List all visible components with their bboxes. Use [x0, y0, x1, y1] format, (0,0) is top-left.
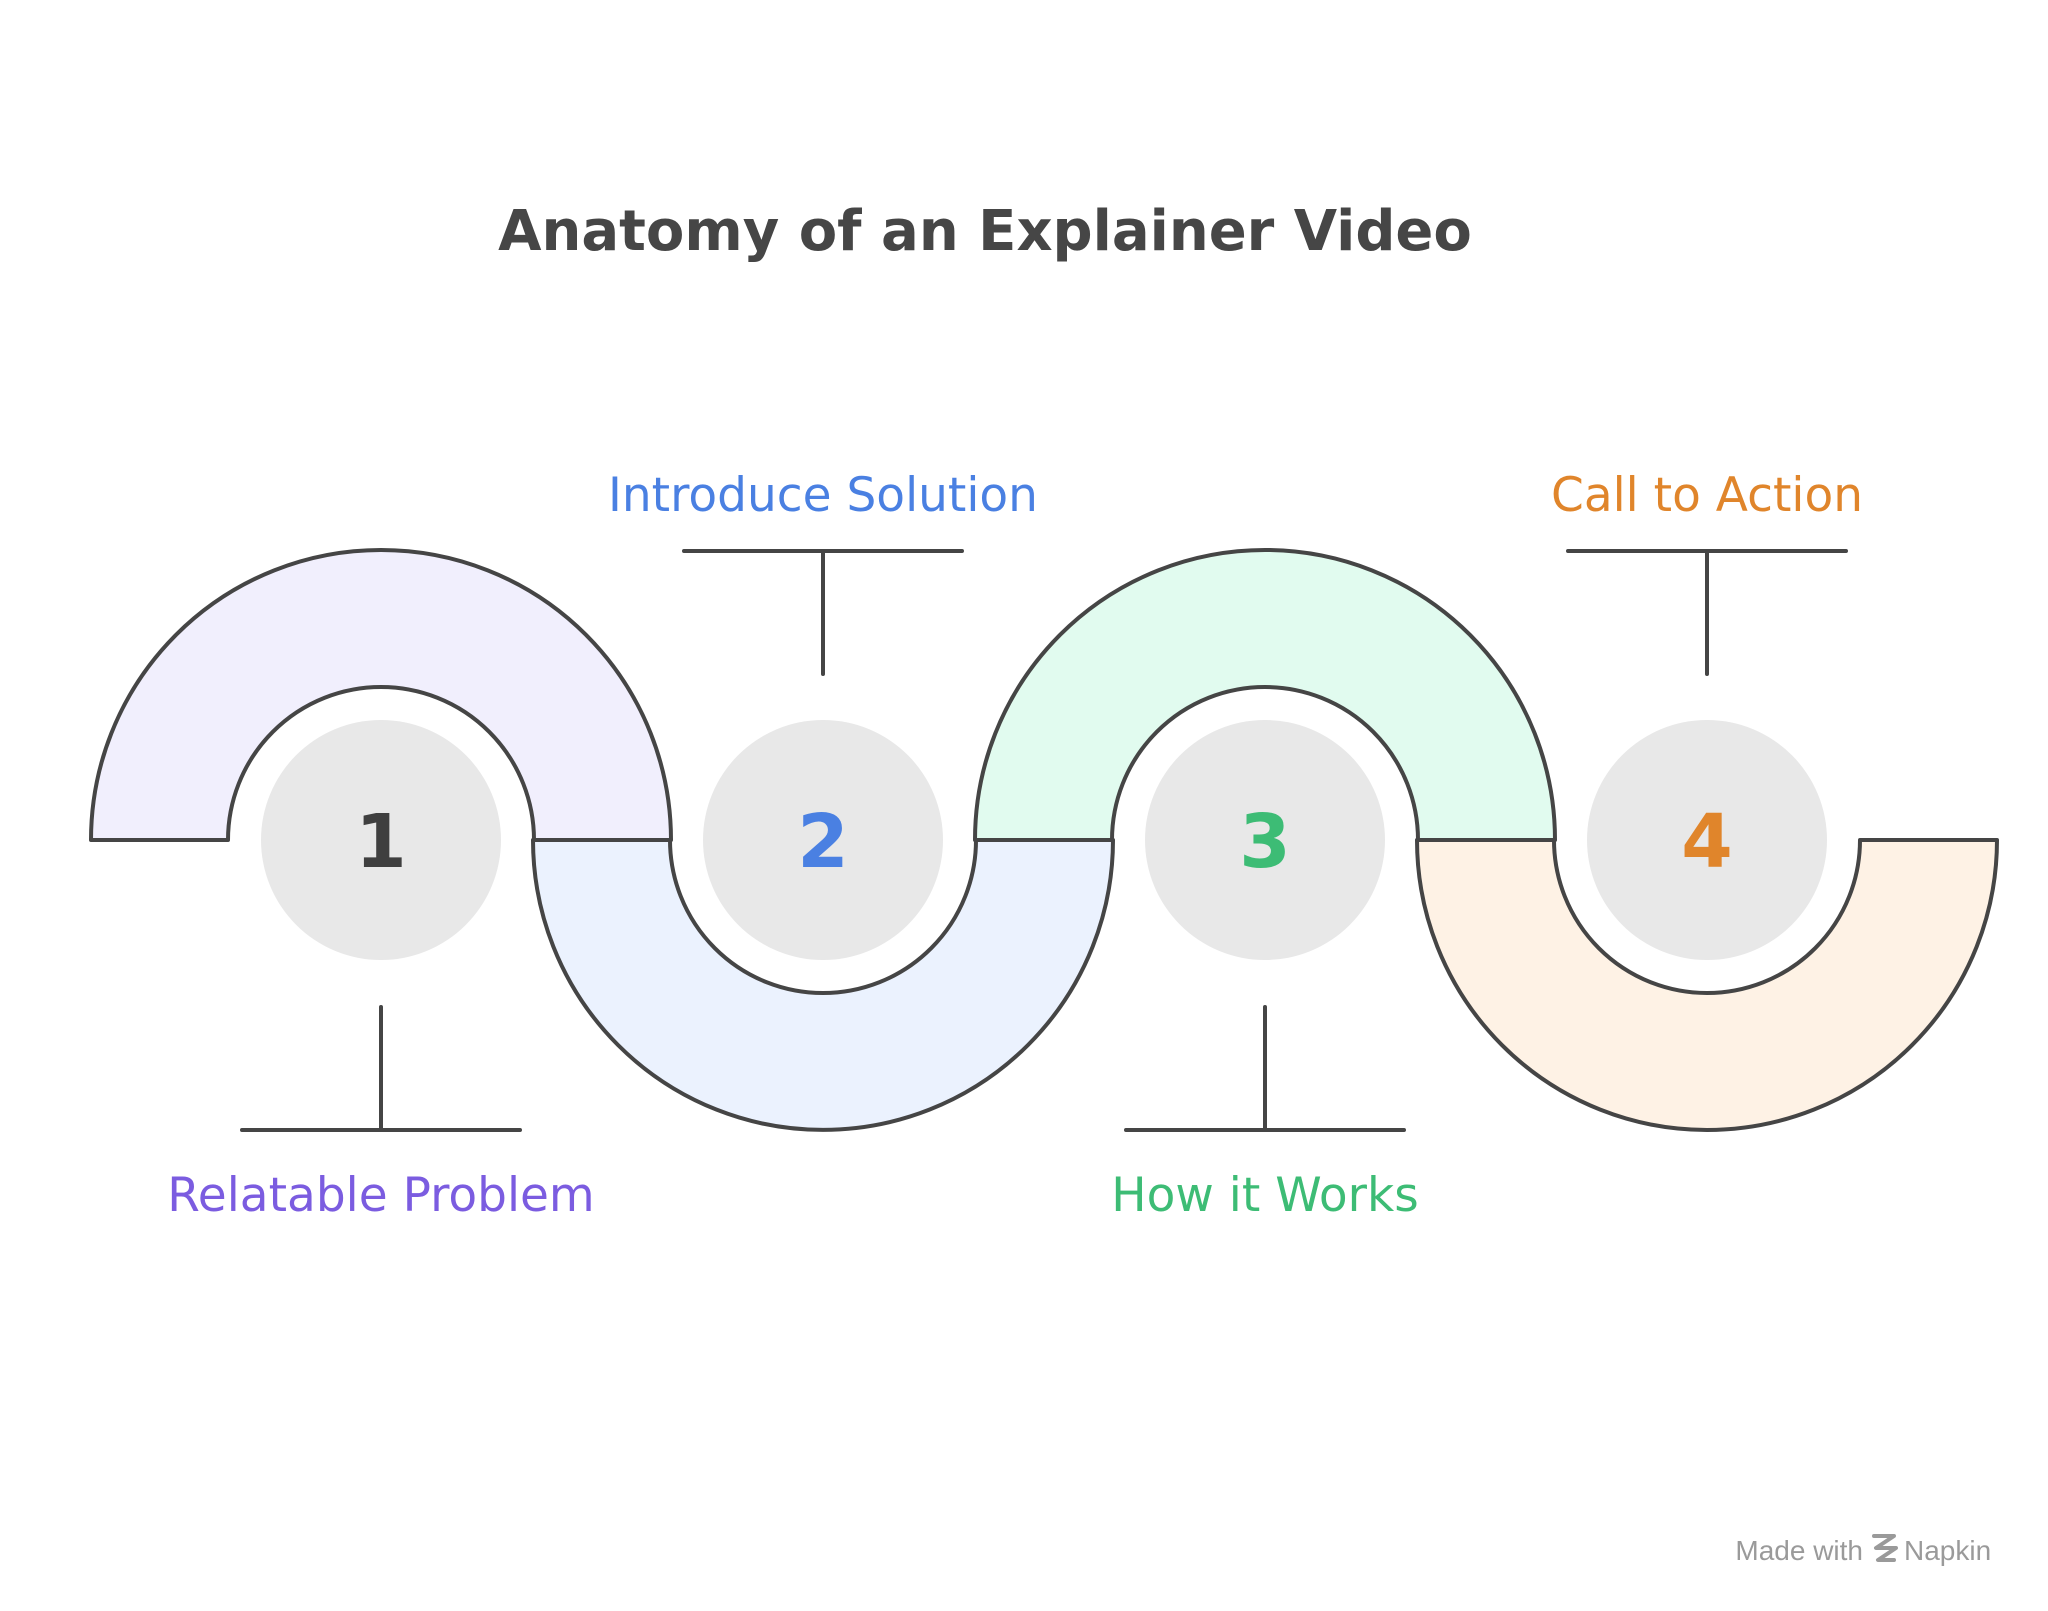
step-number-1: 1	[355, 799, 407, 885]
wave-band-1	[89, 548, 673, 842]
step-number-circle-2	[703, 720, 943, 960]
step-label-3: How it Works	[1111, 1168, 1418, 1223]
napkin-logo-icon	[1872, 1534, 1898, 1562]
footer: Made with Napkin	[1735, 1534, 1991, 1566]
connector-2	[682, 549, 964, 676]
connector-4	[1566, 549, 1848, 676]
label-connectors	[240, 549, 1848, 1132]
wave-band-2	[531, 838, 1115, 1132]
connector-3	[1124, 1005, 1406, 1132]
connector-1	[240, 1005, 522, 1132]
wave-band-3	[973, 548, 1557, 842]
step-number-4: 4	[1681, 799, 1733, 885]
wave-bands	[89, 548, 1999, 1132]
wave-band-4	[1415, 838, 1999, 1132]
step-number-circle-1	[261, 720, 501, 960]
step-number-circle-4	[1587, 720, 1827, 960]
step-label-1: Relatable Problem	[167, 1168, 594, 1223]
step-number-3: 3	[1239, 799, 1291, 885]
step-label-2: Introduce Solution	[608, 468, 1038, 523]
diagram-title: Anatomy of an Explainer Video	[498, 199, 1472, 264]
step-number-2: 2	[797, 799, 849, 885]
step-label-4: Call to Action	[1551, 468, 1863, 523]
footer-made-with: Made with	[1735, 1535, 1863, 1566]
step-number-circle-3	[1145, 720, 1385, 960]
footer-brand: Napkin	[1904, 1535, 1991, 1566]
step-numbers: 1 2 3 4	[261, 720, 1827, 960]
